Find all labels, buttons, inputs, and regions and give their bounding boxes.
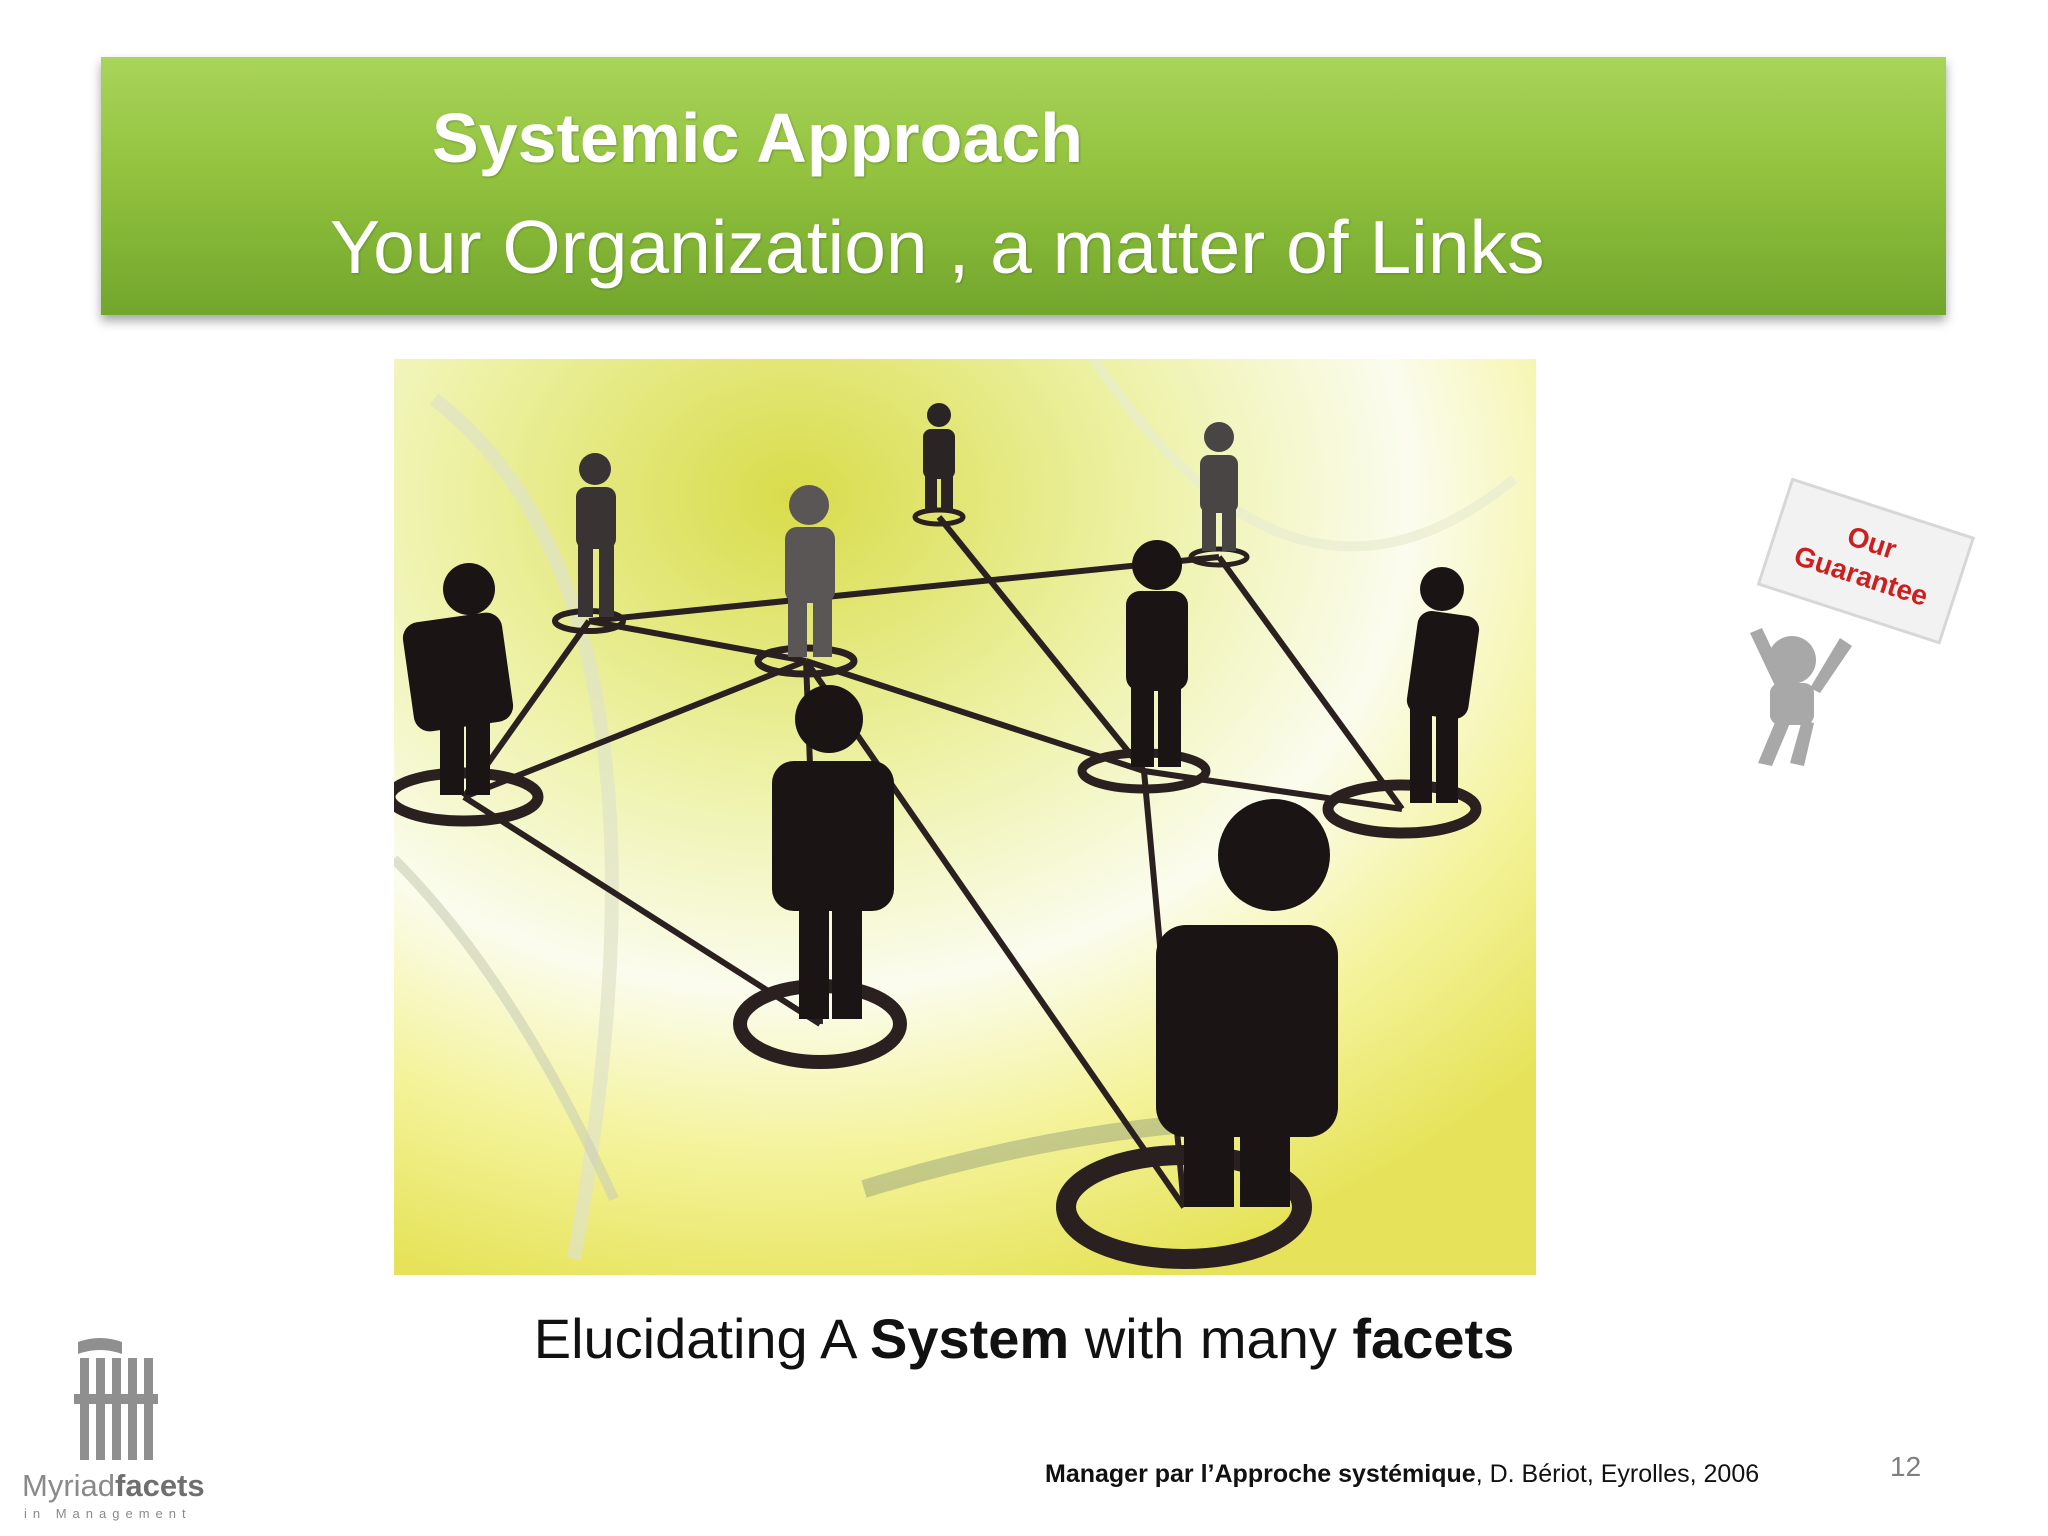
caption-part2: with many — [1069, 1307, 1353, 1370]
myriadfacets-logo-icon — [74, 1338, 158, 1460]
guarantee-figure-icon: Our Guarantee — [1750, 478, 1976, 766]
caption-bold-facets: facets — [1352, 1307, 1515, 1370]
footer-reference: Manager par l’Approche systémique, D. Bé… — [1045, 1460, 1759, 1489]
logo-word-bold: facets — [115, 1468, 205, 1503]
logo-wordmark: Myriadfacets — [22, 1468, 205, 1504]
caption-bold-system: System — [869, 1307, 1070, 1370]
page-number: 12 — [1890, 1451, 1922, 1482]
network-people-image — [394, 359, 1536, 1275]
slide-title: Systemic Approach — [432, 99, 1083, 177]
caption-part1: Elucidating A — [533, 1307, 870, 1370]
title-bar — [101, 57, 1946, 315]
logo-tagline: in Management — [24, 1506, 192, 1521]
slide-subtitle: Your Organization , a matter of Links — [330, 205, 1545, 289]
reference-title: Manager par l’Approche systémique — [1045, 1460, 1476, 1488]
slide-caption: Elucidating A System with many facets — [0, 1306, 2048, 1371]
reference-details: , D. Bériot, Eyrolles, 2006 — [1475, 1460, 1760, 1488]
logo-word-light: Myriad — [22, 1468, 116, 1503]
